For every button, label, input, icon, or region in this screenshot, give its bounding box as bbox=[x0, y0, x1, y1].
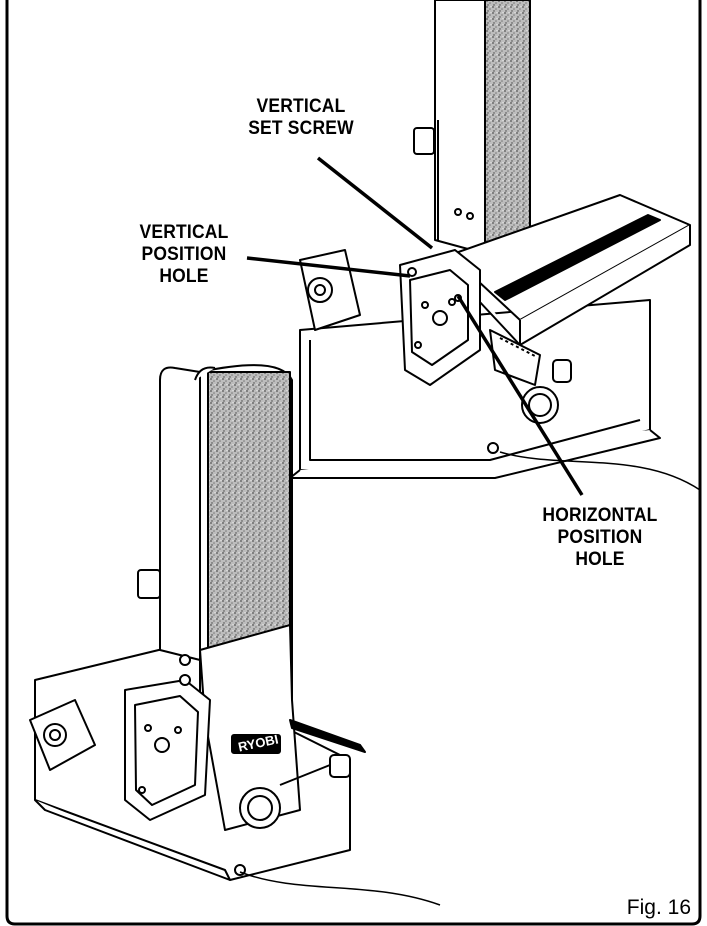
leader-lines bbox=[246, 156, 584, 496]
machine-upper bbox=[289, 0, 691, 479]
leader-horizontal-position-hole bbox=[456, 295, 584, 496]
figure-caption: Fig. 16 bbox=[626, 896, 691, 919]
leader-vertical-position-hole bbox=[246, 256, 411, 278]
machine-lower bbox=[29, 364, 366, 881]
leader-vertical-set-screw bbox=[316, 156, 434, 250]
callout-vertical-position-hole: VERTICAL POSITION HOLE bbox=[139, 222, 229, 287]
callout-vertical-set-screw: VERTICAL SET SCREW bbox=[248, 96, 354, 139]
figure-frame bbox=[5, 0, 702, 926]
callout-horizontal-position-hole: HORIZONTAL POSITION HOLE bbox=[542, 505, 658, 570]
